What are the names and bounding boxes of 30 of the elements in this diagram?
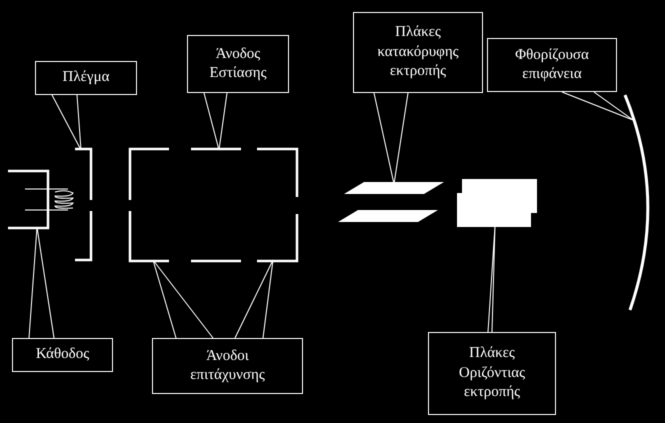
deflection-plates-drawing bbox=[338, 182, 444, 222]
callout-box bbox=[428, 332, 556, 415]
callout-label: Πλέγμα bbox=[62, 68, 110, 88]
leader-line bbox=[374, 92, 408, 184]
electrode-drawing bbox=[190, 148, 242, 262]
leader-line bbox=[562, 92, 634, 120]
callout-label: Κάθοδος bbox=[36, 345, 90, 364]
callout-box bbox=[353, 12, 483, 93]
leader-line bbox=[28, 226, 54, 338]
callout-label: Άνοδοι επιτάχυνσης bbox=[189, 346, 266, 385]
leader-line bbox=[488, 226, 496, 332]
leader-line bbox=[204, 92, 228, 150]
callout-box bbox=[487, 38, 617, 92]
callout-box bbox=[12, 338, 113, 372]
callout-box bbox=[187, 35, 289, 93]
leader-line bbox=[234, 260, 274, 338]
callout-box bbox=[152, 338, 303, 394]
callout-label: Φθορίζουσα επιφάνεια bbox=[514, 46, 590, 84]
callout-label: Πλάκες Οριζόντιας εκτροπής bbox=[458, 344, 526, 402]
callout-label: Πλάκες κατακόρυφης εκτροπής bbox=[376, 23, 460, 82]
callout-label: Άνοδος Εστίασης bbox=[208, 44, 268, 83]
callout-box bbox=[35, 61, 137, 95]
leader-line bbox=[52, 94, 82, 150]
electrode-drawing bbox=[128, 148, 170, 262]
electrode-drawing bbox=[74, 148, 92, 262]
deflection-plates-drawing bbox=[457, 179, 537, 227]
cathode-drawing bbox=[8, 170, 74, 230]
screen-curve bbox=[624, 94, 650, 310]
leader-line bbox=[152, 260, 214, 338]
electrode-drawing bbox=[256, 148, 298, 262]
